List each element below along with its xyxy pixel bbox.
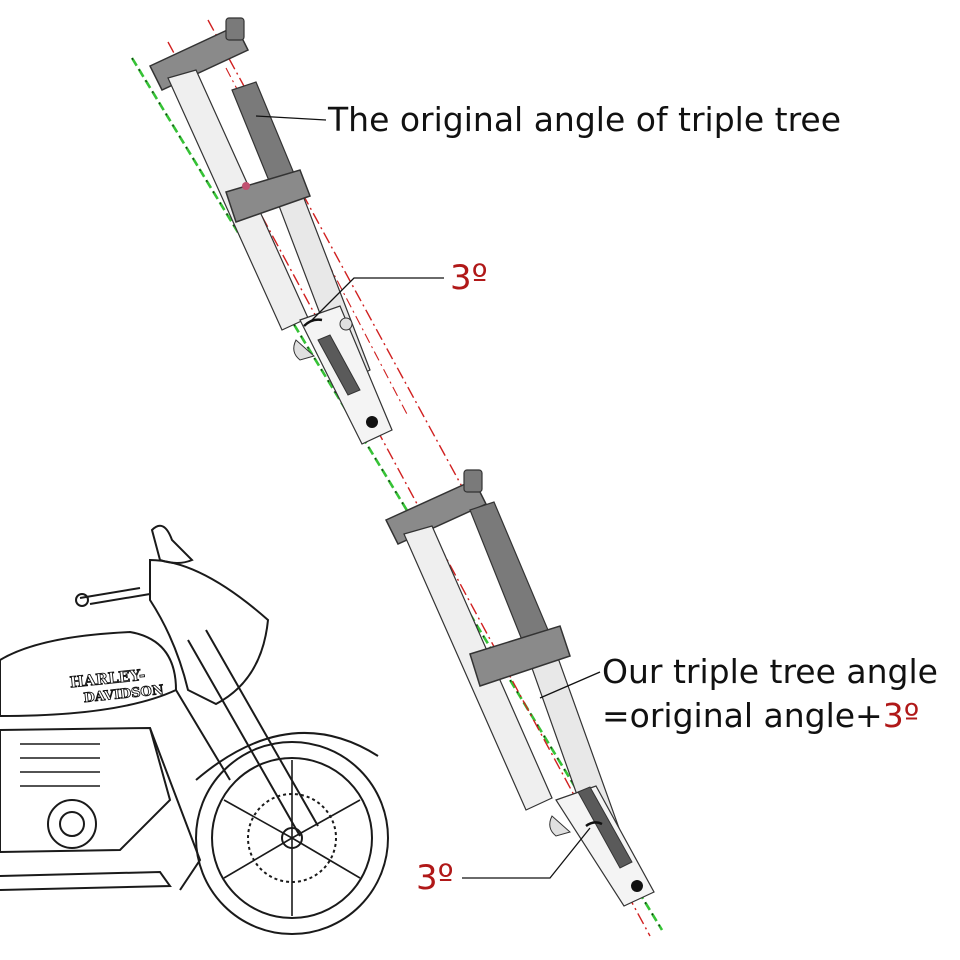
lower-fork-assembly bbox=[384, 469, 655, 907]
upper-stem-cap bbox=[225, 17, 245, 41]
upper-dark-slot bbox=[317, 334, 361, 396]
lower-right-tube-dark bbox=[469, 501, 549, 641]
lower-lower-clamp bbox=[469, 625, 571, 687]
upper-caliper-mount bbox=[293, 339, 316, 361]
fairing bbox=[149, 558, 270, 706]
red-axis-line-left bbox=[167, 41, 651, 937]
engine-block bbox=[0, 726, 172, 854]
bar-end bbox=[75, 593, 89, 607]
our-angle-formula-text: =original angle+ bbox=[602, 696, 883, 735]
bike-fork-legs bbox=[187, 629, 319, 837]
engine-cover bbox=[47, 799, 97, 849]
frame-rail bbox=[149, 689, 231, 891]
our-angle-formula-degree: 3º bbox=[882, 696, 920, 735]
leader-lines bbox=[255, 115, 601, 879]
top-angle-arc bbox=[303, 318, 323, 327]
lower-caliper-mount bbox=[549, 815, 572, 837]
upper-axle-hole bbox=[366, 416, 378, 428]
footboard bbox=[0, 870, 172, 891]
upper-fork-assembly bbox=[148, 17, 393, 445]
engine-fins bbox=[20, 743, 100, 787]
front-tire-inner bbox=[211, 757, 373, 919]
engine-cover-inner bbox=[59, 811, 85, 837]
lower-top-yoke bbox=[384, 479, 488, 545]
upper-lower-clamp bbox=[225, 169, 311, 223]
bottom-angle-arc bbox=[585, 821, 603, 828]
upper-clamp-bolt bbox=[242, 182, 250, 190]
green-axis-core bbox=[131, 57, 663, 931]
our-angle-label-line1: Our triple tree angle bbox=[602, 652, 938, 691]
brake-rotor bbox=[247, 793, 337, 883]
wheel-spokes bbox=[223, 760, 361, 916]
lower-axle-hole bbox=[631, 880, 643, 892]
lower-dark-slot bbox=[577, 786, 633, 869]
leader-original-angle bbox=[255, 115, 327, 121]
upper-mount-tab bbox=[339, 317, 353, 331]
leader-top-degree bbox=[309, 277, 444, 323]
front-tire-outer bbox=[195, 741, 389, 935]
upper-top-yoke bbox=[148, 25, 250, 91]
motorcycle-illustration bbox=[0, 524, 389, 935]
leader-bottom-degree bbox=[462, 827, 591, 879]
our-angle-label-line2: =original angle+3º bbox=[602, 696, 919, 735]
windshield bbox=[150, 524, 194, 564]
leader-our-angle bbox=[539, 671, 601, 699]
tank-logo: HARLEY- DAVIDSON bbox=[68, 665, 165, 706]
top-degree-label: 3º bbox=[450, 258, 488, 298]
bottom-degree-label: 3º bbox=[416, 858, 454, 898]
fuel-tank bbox=[0, 630, 178, 718]
handlebar bbox=[79, 587, 151, 605]
original-angle-label: The original angle of triple tree bbox=[328, 100, 842, 139]
lower-stem-cap bbox=[463, 469, 483, 493]
